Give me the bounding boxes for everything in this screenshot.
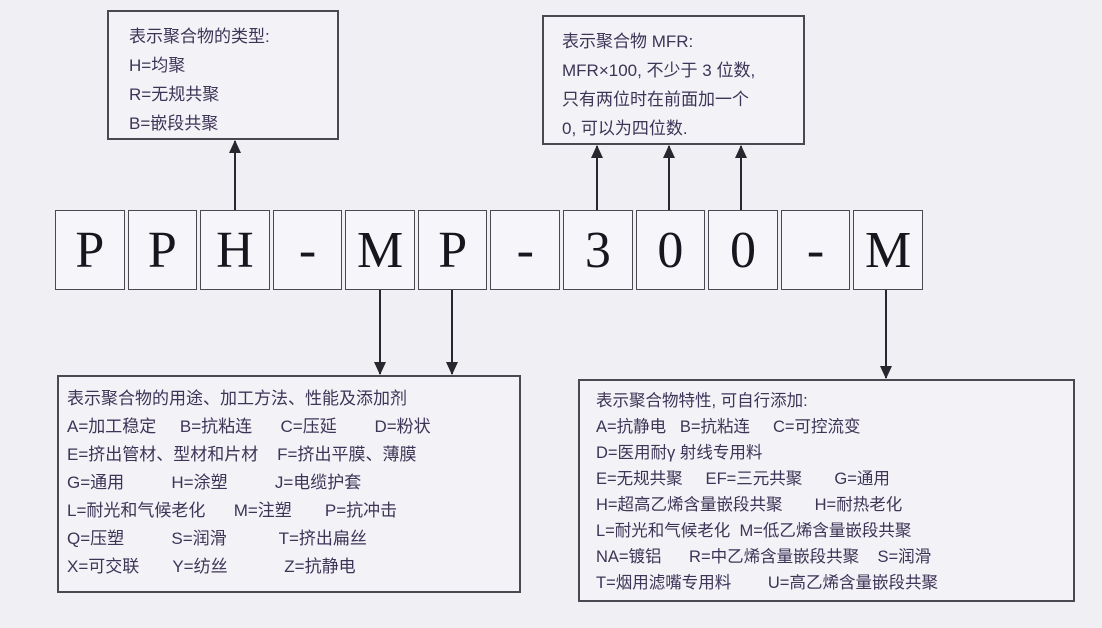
arrow-down-usage-icon bbox=[446, 290, 458, 375]
code-cell-4: - bbox=[272, 210, 343, 290]
usage-entry: Q=压塑 S=润滑 T=挤出扁丝 bbox=[67, 529, 367, 548]
code-cell-12: M bbox=[853, 210, 923, 290]
code-cell-8: 3 bbox=[563, 210, 633, 290]
grade-code-row: P P H - M P - 3 0 0 - M bbox=[55, 210, 923, 290]
code-cell-7: - bbox=[490, 210, 561, 290]
characteristics-entry: A=抗静电 B=抗粘连 C=可控流变 bbox=[596, 418, 861, 436]
mfr-text: MFR×100, 不少于 3 位数, bbox=[562, 61, 756, 80]
polymer-type-entry: H=均聚 bbox=[129, 56, 186, 75]
code-cell-10: 0 bbox=[708, 210, 778, 290]
code-cell-2: P bbox=[127, 210, 198, 290]
mfr-title: 表示聚合物 MFR: bbox=[562, 32, 694, 51]
polymer-type-box: 表示聚合物的类型: H=均聚 R=无规共聚 B=嵌段共聚 bbox=[107, 10, 339, 140]
characteristics-entry: E=无规共聚 EF=三元共聚 G=通用 bbox=[596, 470, 890, 488]
code-cell-11: - bbox=[780, 210, 851, 290]
code-cell-6: P bbox=[417, 210, 488, 290]
characteristics-entry: L=耐光和气候老化 M=低乙烯含量嵌段共聚 bbox=[596, 522, 912, 540]
mfr-text: 只有两位时在前面加一个 bbox=[562, 90, 749, 109]
usage-box: 表示聚合物的用途、加工方法、性能及添加剂 A=加工稳定 B=抗粘连 C=压延 D… bbox=[57, 375, 521, 593]
arrow-up-mfr-icon bbox=[663, 145, 675, 210]
mfr-box: 表示聚合物 MFR: MFR×100, 不少于 3 位数, 只有两位时在前面加一… bbox=[542, 15, 805, 145]
polymer-type-entry: B=嵌段共聚 bbox=[129, 114, 219, 133]
characteristics-entry: H=超高乙烯含量嵌段共聚 H=耐热老化 bbox=[596, 496, 903, 514]
usage-entry: G=通用 H=涂塑 J=电缆护套 bbox=[67, 473, 362, 492]
usage-entry: L=耐光和气候老化 M=注塑 P=抗冲击 bbox=[67, 501, 398, 520]
arrow-up-mfr-icon bbox=[591, 145, 603, 210]
code-cell-1: P bbox=[55, 210, 125, 290]
polymer-type-entry: R=无规共聚 bbox=[129, 85, 220, 104]
usage-entry: X=可交联 Y=纺丝 Z=抗静电 bbox=[67, 557, 356, 576]
usage-title: 表示聚合物的用途、加工方法、性能及添加剂 bbox=[67, 389, 407, 408]
usage-entry: A=加工稳定 B=抗粘连 C=压延 D=粉状 bbox=[67, 417, 431, 436]
code-cell-3: H bbox=[200, 210, 270, 290]
characteristics-entry: NA=镀铝 R=中乙烯含量嵌段共聚 S=润滑 bbox=[596, 548, 932, 566]
arrow-up-type-icon bbox=[229, 140, 241, 210]
polymer-type-title: 表示聚合物的类型: bbox=[129, 27, 270, 46]
arrow-down-usage-icon bbox=[374, 290, 386, 375]
mfr-text: 0, 可以为四位数. bbox=[562, 119, 688, 138]
arrow-up-mfr-icon bbox=[735, 145, 747, 210]
arrow-down-characteristics-icon bbox=[880, 290, 892, 379]
characteristics-entry: T=烟用滤嘴专用料 U=高乙烯含量嵌段共聚 bbox=[596, 574, 938, 592]
characteristics-title: 表示聚合物特性, 可自行添加: bbox=[596, 392, 808, 410]
characteristics-box: 表示聚合物特性, 可自行添加: A=抗静电 B=抗粘连 C=可控流变 D=医用耐… bbox=[578, 379, 1075, 602]
code-cell-9: 0 bbox=[635, 210, 706, 290]
usage-entry: E=挤出管材、型材和片材 F=挤出平膜、薄膜 bbox=[67, 445, 417, 464]
characteristics-entry: D=医用耐γ 射线专用料 bbox=[596, 444, 763, 462]
code-cell-5: M bbox=[345, 210, 415, 290]
